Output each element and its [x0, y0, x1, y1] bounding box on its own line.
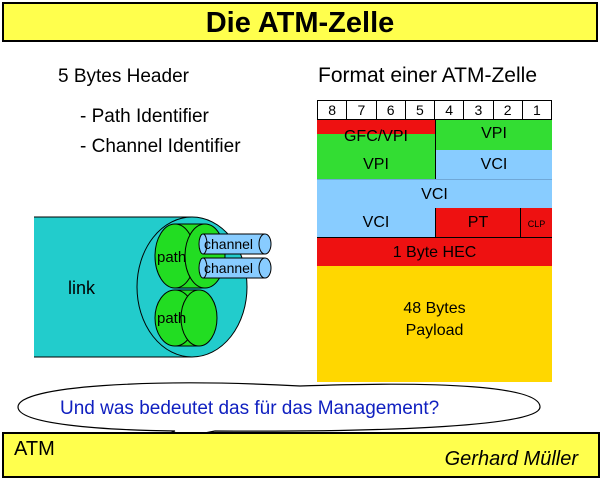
- bit-3: 3: [463, 100, 494, 120]
- question-text: Und was bedeutet das für das Management?: [60, 398, 440, 419]
- format-title: Format einer ATM-Zelle: [318, 64, 537, 87]
- channel-1-back: [198, 233, 208, 255]
- channel-1-body: [203, 234, 265, 254]
- field-pt: PT: [435, 208, 520, 237]
- payload-size-label: 48 Bytes: [403, 300, 466, 317]
- field-vci-full: VCI: [317, 179, 552, 208]
- footer-topic: ATM: [14, 438, 55, 460]
- question-speech-bubble: [17, 382, 541, 447]
- field-payload: 48 Bytes Payload: [317, 266, 552, 382]
- channel-2-back: [198, 257, 208, 279]
- footer-author: Gerhard Müller: [444, 448, 578, 470]
- bit-1: 1: [521, 100, 552, 120]
- field-vpi-second: VPI: [317, 150, 435, 179]
- field-vci-first: VCI: [435, 150, 552, 179]
- field-vci-third-label: VCI: [362, 214, 390, 231]
- bullet-channel-identifier: - Channel Identifier: [80, 136, 241, 157]
- link-label: link: [68, 278, 96, 298]
- field-pt-label: PT: [467, 214, 489, 231]
- channel-2-body: [203, 258, 265, 278]
- channel-2-label: channel: [204, 260, 253, 276]
- field-hec: 1 Byte HEC: [317, 237, 552, 266]
- path-1-label: path: [157, 249, 186, 266]
- payload-label: Payload: [405, 322, 464, 339]
- field-vpi-second-label: VPI: [363, 156, 389, 173]
- channel-1-label: channel: [204, 236, 253, 252]
- field-hec-label: 1 Byte HEC: [392, 244, 477, 261]
- field-gfc-vpi: GFC/VPI: [317, 120, 435, 150]
- path-2-label: path: [157, 310, 186, 327]
- bit-number-row: 8 7 6 5 4 3 2 1: [317, 100, 552, 120]
- field-vci-full-label: VCI: [421, 186, 448, 203]
- footer-bar: ATM Gerhard Müller: [2, 432, 600, 478]
- field-vci-third: VCI: [317, 208, 435, 237]
- channel-2-end: [258, 257, 272, 279]
- header-size-text: 5 Bytes Header: [58, 66, 189, 87]
- field-vci-first-label: VCI: [480, 156, 508, 173]
- slide-title: Die ATM-Zelle: [205, 7, 395, 39]
- bit-2: 2: [492, 100, 523, 120]
- field-clp: CLP: [520, 208, 552, 237]
- path-2-end: [180, 289, 218, 347]
- bullet-path-identifier: - Path Identifier: [80, 106, 209, 127]
- channel-1-end: [258, 233, 272, 255]
- field-vpi-top-label: VPI: [481, 125, 507, 142]
- field-vpi-top: VPI: [435, 120, 552, 150]
- field-clp-label: CLP: [527, 219, 546, 229]
- field-gfc-vpi-label: GFC/VPI: [343, 128, 408, 145]
- title-bar: Die ATM-Zelle: [2, 2, 598, 42]
